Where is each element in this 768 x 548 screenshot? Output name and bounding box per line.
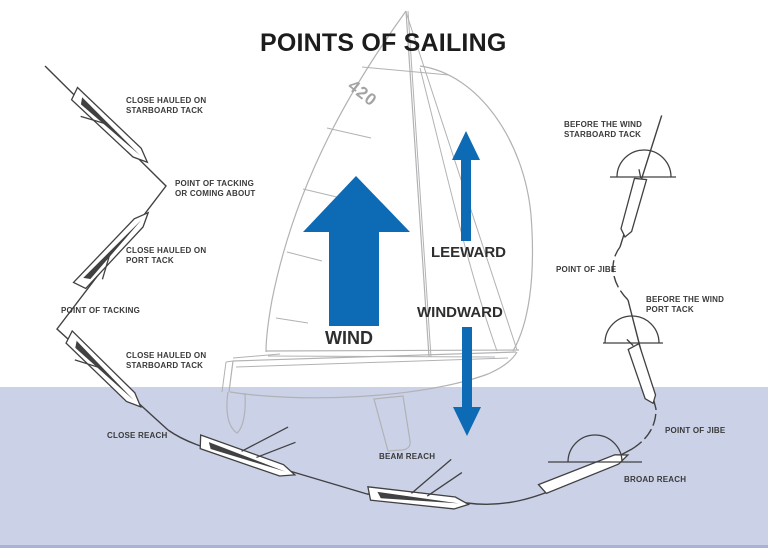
windward-arrow-icon: [453, 327, 481, 436]
leeward-label: LEEWARD: [431, 244, 506, 261]
leeward-arrow-icon: [452, 131, 480, 241]
boat-before-wind-port-icon: [603, 315, 663, 405]
centerboard-outline: [373, 395, 411, 452]
water-band: [0, 387, 768, 548]
label-close-reach: CLOSE REACH: [107, 431, 168, 440]
spinnaker-arc: [604, 315, 660, 344]
label-point-of-jibe-lower: POINT OF JIBE: [665, 426, 726, 435]
water-edge-strip: [0, 545, 768, 548]
label-broad-reach: BROAD REACH: [624, 475, 687, 484]
rudder-outline: [226, 391, 246, 434]
wind-label: WIND: [325, 328, 373, 348]
label-close-hauled-starboard-bottom: CLOSE HAULED ON STARBOARD TACK: [126, 351, 207, 371]
page-title: POINTS OF SAILING: [260, 29, 507, 57]
label-close-hauled-port: CLOSE HAULED ON PORT TACK: [126, 246, 207, 266]
label-before-wind-port: BEFORE THE WIND PORT TACK: [646, 295, 725, 315]
windward-label: WINDWARD: [417, 304, 503, 321]
boat-beam-reach-icon: [367, 458, 471, 510]
spinnaker-arc: [567, 434, 623, 463]
label-point-of-jibe-upper: POINT OF JIBE: [556, 265, 617, 274]
sailboat-illustration-icon: [221, 10, 534, 452]
spinnaker-arc: [616, 149, 672, 178]
label-point-of-tacking: POINT OF TACKING: [61, 306, 141, 315]
boat-close-hauled-starboard-bottom-icon: [65, 329, 142, 408]
label-close-hauled-starboard-top: CLOSE HAULED ON STARBOARD TACK: [126, 96, 207, 116]
boat-close-hauled-port-icon: [72, 211, 150, 290]
label-before-wind-starboard: BEFORE THE WIND STARBOARD TACK: [564, 120, 643, 140]
boat-close-hauled-starboard-top-icon: [70, 86, 149, 164]
boat-before-wind-starboard-icon: [610, 149, 676, 238]
boat-close-reach-icon: [199, 426, 297, 477]
label-point-of-tacking-or-coming-about: POINT OF TACKING OR COMING ABOUT: [175, 179, 256, 199]
label-beam-reach: BEAM REACH: [379, 452, 436, 461]
wind-arrow-icon: [303, 176, 410, 326]
boat-broad-reach-icon: [537, 434, 642, 495]
